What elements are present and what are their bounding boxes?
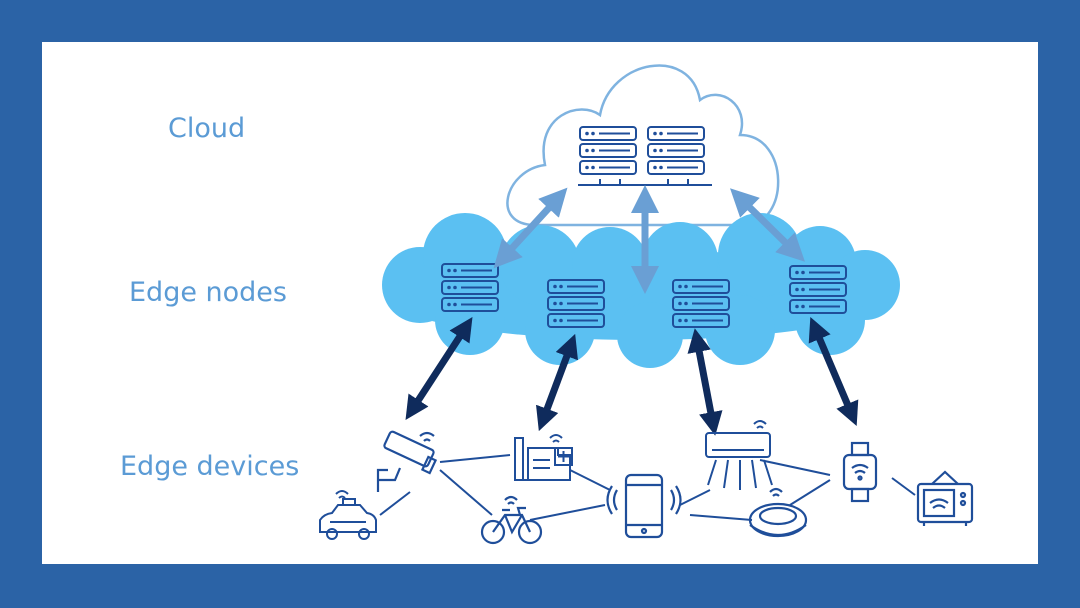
cloud-edge-arrow xyxy=(730,188,805,262)
television-icon xyxy=(916,470,974,526)
edge-node-server-icon xyxy=(790,266,846,313)
edge-nodes-tier-label: Edge nodes xyxy=(129,277,287,308)
edge-devices-tier-label: Edge devices xyxy=(120,451,300,482)
cloud-tier-label: Cloud xyxy=(168,113,246,144)
bicycle-icon xyxy=(480,495,543,545)
factory-icon xyxy=(514,434,573,481)
edge-device-arrow xyxy=(808,317,859,426)
smartwatch-icon xyxy=(842,441,878,503)
air-conditioner-icon xyxy=(705,420,773,490)
edge-nodes-cloud xyxy=(382,213,900,368)
edge-device-arrow xyxy=(405,317,473,420)
robot-vacuum-icon xyxy=(748,487,808,538)
taxi-icon xyxy=(319,490,377,540)
edge-device-arrow xyxy=(536,333,578,432)
cloud-edge-arrow xyxy=(493,187,568,269)
security-camera-icon xyxy=(376,430,438,492)
edge-device-arrow xyxy=(687,328,723,436)
edge-node-server-icon xyxy=(673,280,729,327)
smartphone-icon xyxy=(606,473,682,539)
device-connections xyxy=(379,454,916,521)
edge-node-server-icon xyxy=(548,280,604,327)
edge-node-server-icon xyxy=(442,264,498,311)
